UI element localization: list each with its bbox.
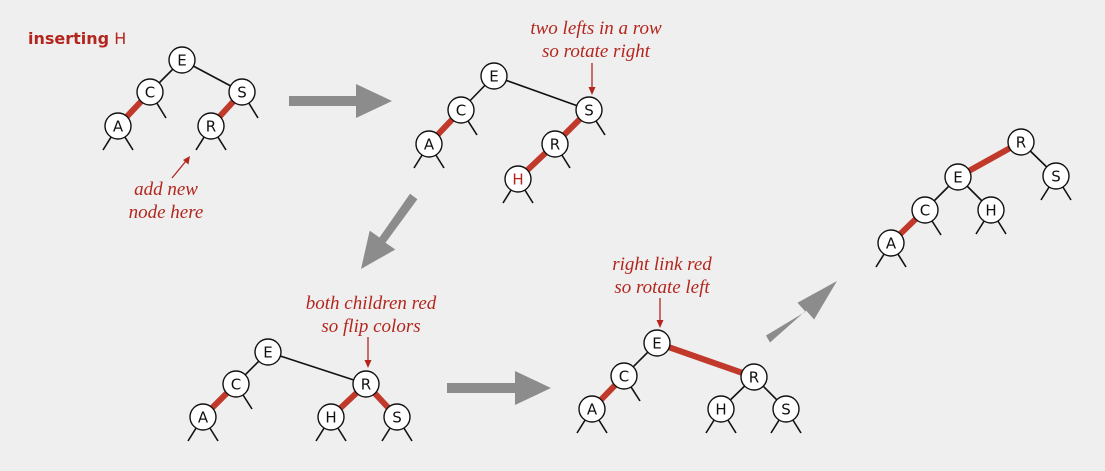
tree-3: E C R A H S both children red so flip co… <box>187 293 437 442</box>
step-arrow-down-left <box>361 193 418 269</box>
red-link-e-r <box>656 340 755 380</box>
node-h: H <box>977 196 1005 224</box>
pointer-two-lefts <box>588 63 596 95</box>
annotation-two-lefts: two lefts in a row <box>530 18 662 39</box>
svg-text:R: R <box>1016 134 1026 152</box>
svg-text:R: R <box>206 118 216 136</box>
svg-text:C: C <box>920 202 930 220</box>
node-r: R <box>352 370 380 398</box>
node-e: E <box>643 329 671 357</box>
svg-text:H: H <box>512 171 523 189</box>
svg-text:H: H <box>985 202 996 220</box>
node-h-new: H <box>504 165 532 193</box>
node-c: C <box>136 78 164 106</box>
tree-2: E C S R A H two lefts in a row so rotate… <box>413 18 662 204</box>
node-r: R <box>740 363 768 391</box>
tree-4: E C R A H S right link red so rotate lef… <box>576 254 802 434</box>
annotation-right-link-red: right link red <box>612 254 712 275</box>
svg-text:H: H <box>715 401 726 419</box>
annotation-rotate-left: so rotate left <box>614 277 710 298</box>
svg-text:R: R <box>550 136 560 154</box>
node-s: S <box>772 395 800 423</box>
svg-text:S: S <box>1051 168 1061 186</box>
node-r: R <box>1007 128 1035 156</box>
svg-text:A: A <box>587 401 598 419</box>
annotation-add-new: add new <box>134 179 198 200</box>
pointer-right-link <box>656 298 664 328</box>
node-s: S <box>575 96 603 124</box>
svg-text:R: R <box>361 376 371 394</box>
node-a: A <box>104 112 132 140</box>
svg-text:E: E <box>652 335 661 353</box>
svg-text:A: A <box>113 118 124 136</box>
svg-text:H: H <box>325 409 336 427</box>
svg-text:C: C <box>619 368 629 386</box>
svg-text:S: S <box>237 84 247 102</box>
svg-text:S: S <box>781 401 791 419</box>
node-a: A <box>877 229 905 257</box>
svg-text:C: C <box>231 376 241 394</box>
annotation-node-here: node here <box>129 202 204 223</box>
node-h: H <box>317 403 345 431</box>
node-s: S <box>1042 162 1070 190</box>
svg-text:S: S <box>392 409 402 427</box>
annotation-flip-colors: so flip colors <box>321 316 420 337</box>
svg-text:E: E <box>177 52 186 70</box>
node-e: E <box>254 338 282 366</box>
node-c: C <box>610 362 638 390</box>
node-e: E <box>480 62 508 90</box>
node-c: C <box>222 370 250 398</box>
annotation-both-children: both children red <box>306 293 437 314</box>
svg-text:A: A <box>886 235 897 253</box>
node-s: S <box>228 78 256 106</box>
svg-text:C: C <box>456 102 466 120</box>
tree-5: R E C A H S <box>875 128 1072 268</box>
node-h: H <box>707 395 735 423</box>
pointer-add-new <box>171 156 190 179</box>
pointer-both-children <box>364 337 372 368</box>
step-arrow-right <box>289 84 392 118</box>
svg-text:E: E <box>489 68 498 86</box>
svg-text:C: C <box>145 84 155 102</box>
svg-text:A: A <box>424 136 435 154</box>
node-r: R <box>541 130 569 158</box>
node-s: S <box>383 403 411 431</box>
svg-text:R: R <box>749 369 759 387</box>
svg-text:E: E <box>263 344 272 362</box>
node-a: A <box>189 403 217 431</box>
link-e-r <box>267 351 367 385</box>
node-e: E <box>944 163 972 191</box>
svg-text:E: E <box>953 169 962 187</box>
node-c: C <box>911 196 939 224</box>
node-c: C <box>447 96 475 124</box>
annotation-rotate-right: so rotate right <box>542 41 651 62</box>
node-r: R <box>197 112 225 140</box>
tree-1: E C S A R add new node here <box>102 46 259 223</box>
svg-text:S: S <box>584 102 594 120</box>
svg-text:A: A <box>198 409 209 427</box>
node-a: A <box>415 130 443 158</box>
step-arrow-up-right <box>766 281 837 343</box>
link-e-s <box>493 75 590 111</box>
diagram-title: inserting H <box>28 29 126 48</box>
step-arrow-right <box>447 371 551 405</box>
node-a: A <box>578 395 606 423</box>
node-e: E <box>168 46 196 74</box>
